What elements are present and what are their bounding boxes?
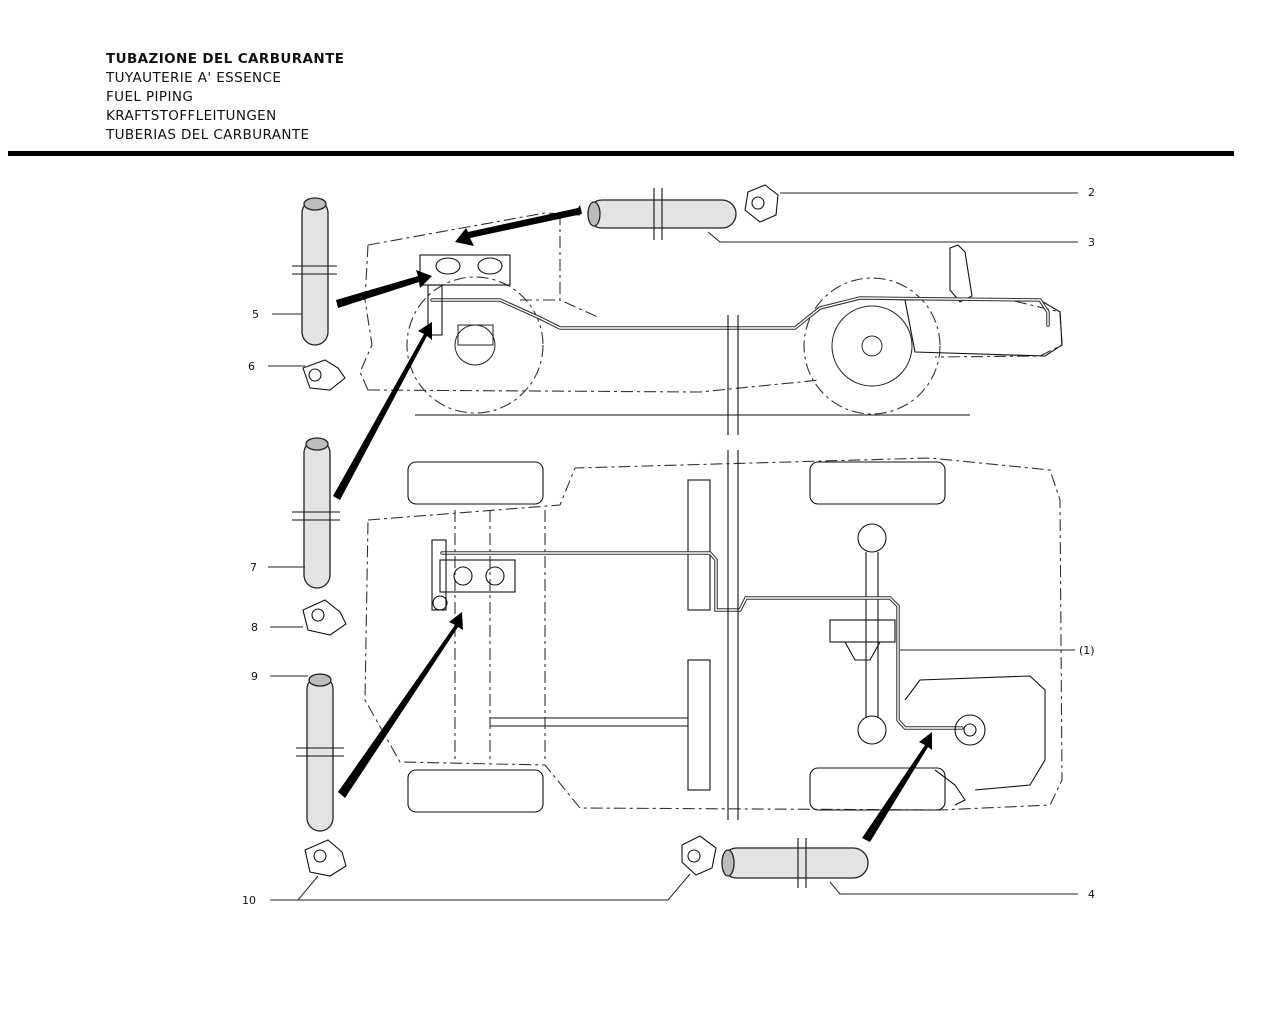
rear-wheel-side — [803, 277, 941, 415]
side-view — [359, 212, 1063, 435]
clamp-part-6 — [302, 359, 346, 391]
carburettor-assembly-plan — [431, 539, 516, 611]
carburettor-assembly-side — [419, 254, 511, 336]
rear-hub-side — [861, 335, 883, 357]
rear-wheel-rim-side — [831, 305, 913, 387]
hose-part-4 — [721, 838, 869, 888]
callout-8: 8 — [251, 621, 258, 634]
hose-part-7 — [292, 437, 340, 589]
side-view-body-outline — [359, 212, 1063, 393]
fuel-line-side — [430, 296, 1050, 330]
arrow-hose-5-to-carb — [336, 270, 432, 308]
front-suspension-block — [457, 324, 494, 346]
arrow-hose-7-to-carb — [333, 322, 432, 500]
clamp-part-2 — [744, 184, 779, 223]
callout-10: 10 — [242, 894, 256, 907]
arrow-hose-9-to-carb — [338, 612, 463, 798]
clamp-part-10-right — [681, 835, 717, 876]
rear-driveshaft-joint — [857, 523, 887, 553]
arrow-hose-4-to-tank — [862, 732, 932, 842]
crossmember-upper — [687, 479, 711, 611]
plan-view — [364, 450, 1063, 820]
clamp-part-8 — [302, 599, 347, 636]
fuel-tank-plan — [904, 675, 1046, 791]
title-spanish: TUBERIAS DEL CARBURANTE — [106, 127, 310, 143]
callout-6: 6 — [248, 360, 255, 373]
hose-part-3 — [587, 188, 737, 240]
title-block: TUBAZIONE DEL CARBURANTE TUYAUTERIE A' E… — [106, 50, 466, 145]
rear-left-wheel — [809, 461, 946, 505]
crossmember-lower — [687, 659, 711, 791]
tank-sender-unit — [954, 714, 986, 746]
title-english: FUEL PIPING — [106, 89, 194, 105]
title-german: KRAFTSTOFFLEITUNGEN — [106, 108, 277, 124]
front-wheel-side — [406, 276, 544, 414]
title-french: TUYAUTERIE A' ESSENCE — [106, 70, 282, 86]
callout-5: 5 — [252, 308, 259, 321]
leader-lines — [268, 192, 1078, 901]
title-italian: TUBAZIONE DEL CARBURANTE — [106, 51, 345, 67]
callout-3: 3 — [1088, 236, 1095, 249]
plan-view-body-outline — [364, 457, 1063, 811]
callout-9: 9 — [251, 670, 258, 683]
fuel-line-plan — [440, 551, 964, 730]
arrow-hose-3-to-carb — [455, 205, 582, 246]
clamp-part-10-left — [304, 839, 347, 877]
front-left-wheel — [407, 461, 544, 505]
callout-1: (1) — [1079, 644, 1095, 657]
front-right-wheel — [407, 769, 544, 813]
callout-4: 4 — [1088, 888, 1095, 901]
callout-2: 2 — [1088, 186, 1095, 199]
hose-part-5 — [292, 197, 337, 346]
callout-7: 7 — [250, 561, 257, 574]
filler-neck-side — [949, 244, 973, 303]
differential — [829, 619, 896, 643]
header-rule — [8, 151, 1234, 156]
filler-neck-plan — [934, 769, 966, 806]
hose-part-9 — [296, 673, 344, 832]
rear-right-wheel — [809, 767, 946, 811]
